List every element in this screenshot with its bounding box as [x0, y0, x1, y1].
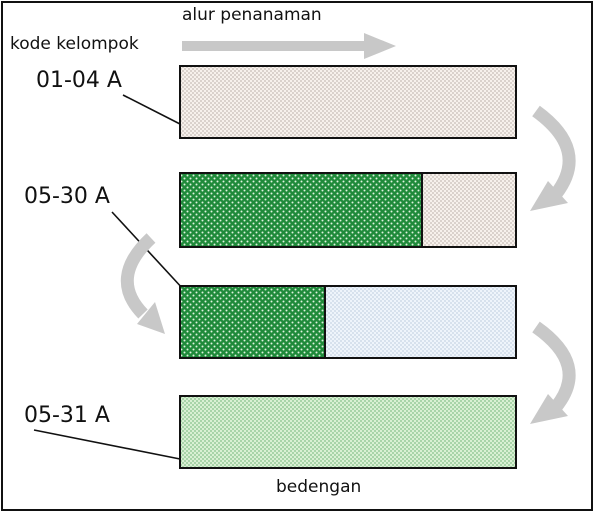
planting-flow-label: alur penanaman	[182, 5, 322, 25]
bed-3-dark-green-section	[179, 285, 326, 359]
bed-label: bedengan	[276, 477, 361, 497]
bed-2-dark-green-section	[179, 172, 423, 248]
group-code-label-1: 01-04 A	[36, 68, 122, 93]
group-code-header: kode kelompok	[10, 34, 139, 54]
group-code-label-2: 05-30 A	[24, 184, 110, 209]
rotation-arrow-right-1	[530, 105, 576, 211]
leader-line-1	[122, 94, 181, 125]
bed-3-light-blue-section	[324, 285, 517, 359]
group-code-label-3: 05-31 A	[24, 403, 110, 428]
bed-1-beige-section	[179, 65, 517, 139]
leader-line-2	[111, 211, 185, 291]
rotation-arrow-left	[120, 233, 165, 334]
bed-2-beige-section	[421, 172, 517, 248]
rotation-arrow-right-2	[530, 321, 576, 424]
leader-line-3	[33, 429, 181, 460]
bed-4-light-green-section	[179, 395, 517, 469]
planting-flow-arrow	[182, 33, 396, 59]
